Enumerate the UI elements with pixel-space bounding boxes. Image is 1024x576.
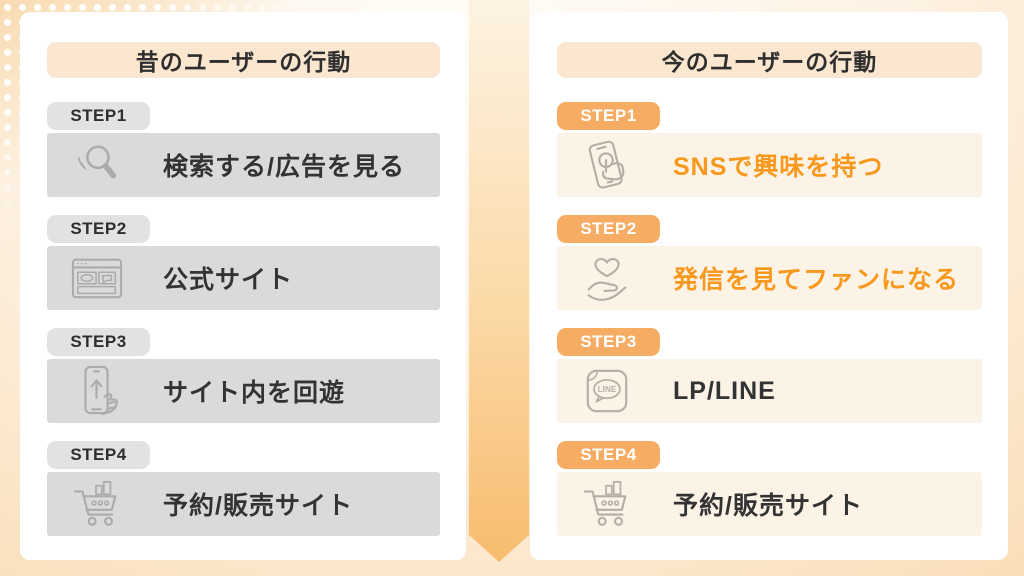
old-step-4: STEP4 予約/販売サイト [47, 441, 440, 536]
new-step-3: STEP3 LINE LP/LINE [557, 328, 982, 423]
cart-icon [579, 479, 635, 529]
step-row: 予約/販売サイト [557, 472, 982, 536]
step-badge: STEP4 [557, 441, 660, 469]
new-user-panel: 今のユーザーの行動 STEP1 SNSで興味を持つ STEP2 [530, 12, 1008, 560]
step-label: SNSで興味を持つ [673, 153, 884, 181]
new-user-panel-title: 今のユーザーの行動 [557, 42, 982, 78]
new-step-1: STEP1 SNSで興味を持つ [557, 102, 982, 197]
step-row: 発信を見てファンになる [557, 246, 982, 310]
cart-icon [69, 479, 125, 529]
step-label: 予約/販売サイト [673, 492, 863, 520]
old-user-panel: 昔のユーザーの行動 STEP1 検索する/広告を見る STEP2 [20, 12, 466, 560]
step-label: 検索する/広告を見る [163, 153, 405, 181]
step-badge: STEP2 [47, 215, 150, 243]
down-arrow-band [469, 0, 529, 562]
step-label: サイト内を回遊 [163, 379, 346, 407]
old-step-2: STEP2 公式サイト [47, 215, 440, 310]
browser-icon [69, 253, 125, 303]
step-label: 予約/販売サイト [163, 492, 353, 520]
old-step-1: STEP1 検索する/広告を見る [47, 102, 440, 197]
magnifier-icon [69, 140, 125, 190]
step-label: LP/LINE [673, 376, 776, 405]
step-row: 予約/販売サイト [47, 472, 440, 536]
step-row: 公式サイト [47, 246, 440, 310]
step-row: サイト内を回遊 [47, 359, 440, 423]
step-badge: STEP1 [47, 102, 150, 130]
step-label: 公式サイト [163, 266, 294, 294]
step-row: LINE LP/LINE [557, 359, 982, 423]
new-step-2: STEP2 発信を見てファンになる [557, 215, 982, 310]
new-step-4: STEP4 予約/販売サイト [557, 441, 982, 536]
step-badge: STEP3 [557, 328, 660, 356]
step-label: 発信を見てファンになる [673, 266, 960, 294]
step-badge: STEP4 [47, 441, 150, 469]
heart-hand-icon [579, 252, 635, 304]
phone-tap-icon [579, 139, 635, 191]
step-badge: STEP2 [557, 215, 660, 243]
old-user-panel-title: 昔のユーザーの行動 [47, 42, 440, 78]
line-icon-text: LINE [598, 385, 617, 394]
old-step-3: STEP3 サイト内を回遊 [47, 328, 440, 423]
step-row: SNSで興味を持つ [557, 133, 982, 197]
step-badge: STEP1 [557, 102, 660, 130]
line-app-icon: LINE [579, 366, 635, 416]
phone-scroll-icon [69, 365, 125, 417]
step-row: 検索する/広告を見る [47, 133, 440, 197]
step-badge: STEP3 [47, 328, 150, 356]
